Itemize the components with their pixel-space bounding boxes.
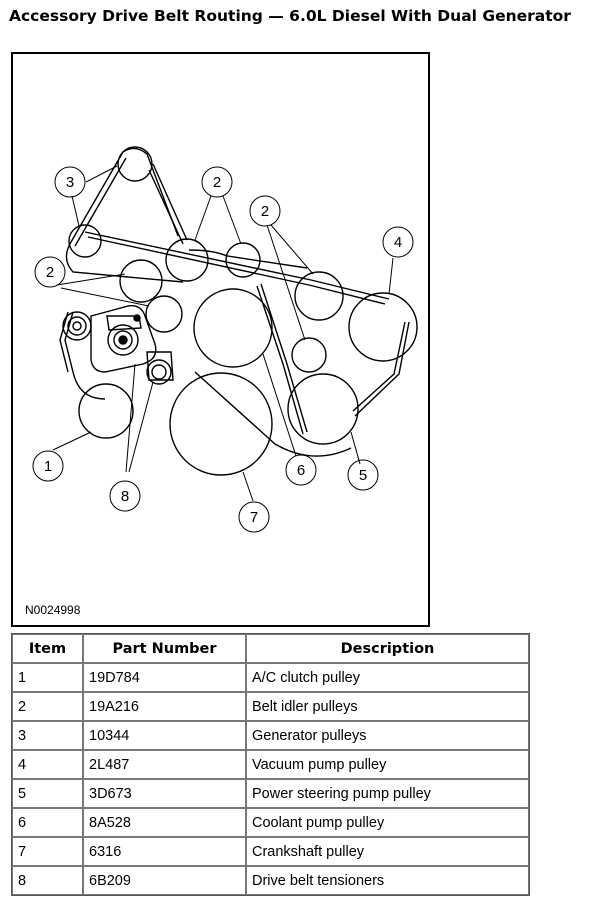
callout-label: 8 (121, 488, 129, 505)
table-row: 1 19D784 A/C clutch pulley (12, 663, 529, 692)
part-number-cell: 19A216 (83, 692, 246, 721)
belt-routing-diagram: 3 2 2 4 2 1 6 5 8 7 N0024998 (11, 52, 430, 627)
column-header-part-number: Part Number (83, 634, 246, 663)
generator-pulley-lower (68, 224, 102, 258)
callout-6 (285, 454, 317, 486)
description-cell: A/C clutch pulley (246, 663, 529, 692)
item-cell: 3 (12, 721, 83, 750)
part-number-cell: 19D784 (83, 663, 246, 692)
parts-table: Item Part Number Description 1 19D784 A/… (11, 633, 530, 896)
table-row: 3 10344 Generator pulleys (12, 721, 529, 750)
callout-5 (347, 459, 379, 491)
callout-4 (382, 226, 414, 258)
idler-pulley-top-left (165, 238, 209, 282)
table-row: 8 6B209 Drive belt tensioners (12, 866, 529, 895)
callout-label: 3 (66, 174, 74, 191)
callout-label: 7 (250, 509, 258, 526)
description-cell: Drive belt tensioners (246, 866, 529, 895)
part-number-cell: 2L487 (83, 750, 246, 779)
leader-lines (52, 165, 394, 502)
belt-tensioner-assembly (62, 305, 174, 385)
crankshaft-pulley (169, 372, 273, 476)
description-cell: Vacuum pump pulley (246, 750, 529, 779)
vacuum-pump-pulley (348, 292, 418, 362)
callout-label: 2 (261, 203, 269, 220)
idler-pulley-top-right (225, 242, 261, 278)
generator-pulley-upper (117, 146, 153, 182)
table-row: 7 6316 Crankshaft pulley (12, 837, 529, 866)
callout-2-left (34, 256, 66, 288)
description-cell: Belt idler pulleys (246, 692, 529, 721)
callout-3 (54, 166, 86, 198)
description-cell: Crankshaft pulley (246, 837, 529, 866)
description-cell: Power steering pump pulley (246, 779, 529, 808)
idler-pulley-right (294, 271, 344, 321)
power-steering-pump-pulley (287, 373, 359, 445)
figure-id: N0024998 (25, 603, 81, 617)
part-number-cell: 6B209 (83, 866, 246, 895)
callout-label: 1 (44, 458, 52, 475)
table-row: 5 3D673 Power steering pump pulley (12, 779, 529, 808)
item-cell: 8 (12, 866, 83, 895)
callout-7 (238, 501, 270, 533)
idler-pulley-center (145, 295, 183, 333)
diagram-canvas: 3 2 2 4 2 1 6 5 8 7 (32, 146, 418, 533)
item-cell: 1 (12, 663, 83, 692)
callout-label: 2 (46, 264, 54, 281)
idler-pulley-left (119, 259, 163, 303)
part-number-cell: 6316 (83, 837, 246, 866)
description-cell: Generator pulleys (246, 721, 529, 750)
column-header-description: Description (246, 634, 529, 663)
callout-label: 6 (297, 462, 305, 479)
item-cell: 5 (12, 779, 83, 808)
coolant-pump-pulley (193, 288, 273, 368)
item-cell: 6 (12, 808, 83, 837)
callout-2-top (201, 166, 233, 198)
callout-1 (32, 450, 64, 482)
ac-clutch-pulley (78, 383, 134, 439)
column-header-item: Item (12, 634, 83, 663)
table-header-row: Item Part Number Description (12, 634, 529, 663)
item-cell: 4 (12, 750, 83, 779)
part-number-cell: 8A528 (83, 808, 246, 837)
part-number-cell: 3D673 (83, 779, 246, 808)
callouts (32, 166, 414, 533)
description-cell: Coolant pump pulley (246, 808, 529, 837)
table-row: 4 2L487 Vacuum pump pulley (12, 750, 529, 779)
idler-pulley-lower-right (291, 337, 327, 373)
drive-belt (59, 147, 410, 457)
callout-label: 5 (359, 467, 367, 484)
item-cell: 7 (12, 837, 83, 866)
callout-label: 4 (394, 234, 402, 251)
page-title: Accessory Drive Belt Routing — 6.0L Dies… (9, 7, 571, 25)
item-cell: 2 (12, 692, 83, 721)
callout-8 (109, 480, 141, 512)
part-number-cell: 10344 (83, 721, 246, 750)
callout-label: 2 (213, 174, 221, 191)
table-row: 6 8A528 Coolant pump pulley (12, 808, 529, 837)
table-row: 2 19A216 Belt idler pulleys (12, 692, 529, 721)
callout-2-right (249, 195, 281, 227)
